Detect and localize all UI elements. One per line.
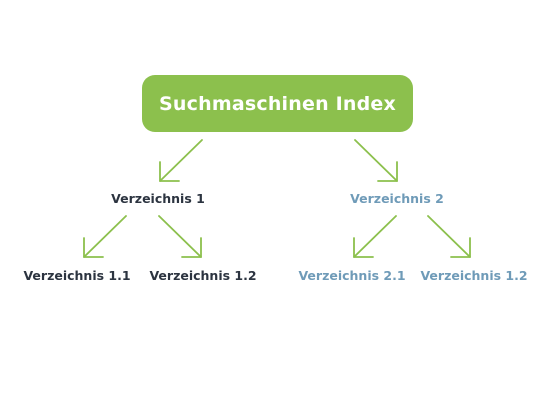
node-verzeichnis-1-1: Verzeichnis 1.1 <box>23 268 131 283</box>
node-verzeichnis-2-2: Verzeichnis 1.2 <box>420 268 528 283</box>
node-verzeichnis-1: Verzeichnis 1 <box>111 191 205 206</box>
node-verzeichnis-2-1: Verzeichnis 2.1 <box>298 268 406 283</box>
arrow-root-to-v1 <box>159 139 203 182</box>
node-verzeichnis-1-2: Verzeichnis 1.2 <box>149 268 257 283</box>
root-node-label: Suchmaschinen Index <box>159 92 396 115</box>
node-verzeichnis-2: Verzeichnis 2 <box>350 191 444 206</box>
arrow-v1-to-v11 <box>83 215 127 258</box>
arrow-v2-to-v21 <box>353 215 397 258</box>
arrow-root-to-v2 <box>354 139 398 182</box>
root-node: Suchmaschinen Index <box>142 75 413 132</box>
arrow-v2-to-v22 <box>427 215 471 258</box>
arrow-v1-to-v12 <box>158 215 202 258</box>
